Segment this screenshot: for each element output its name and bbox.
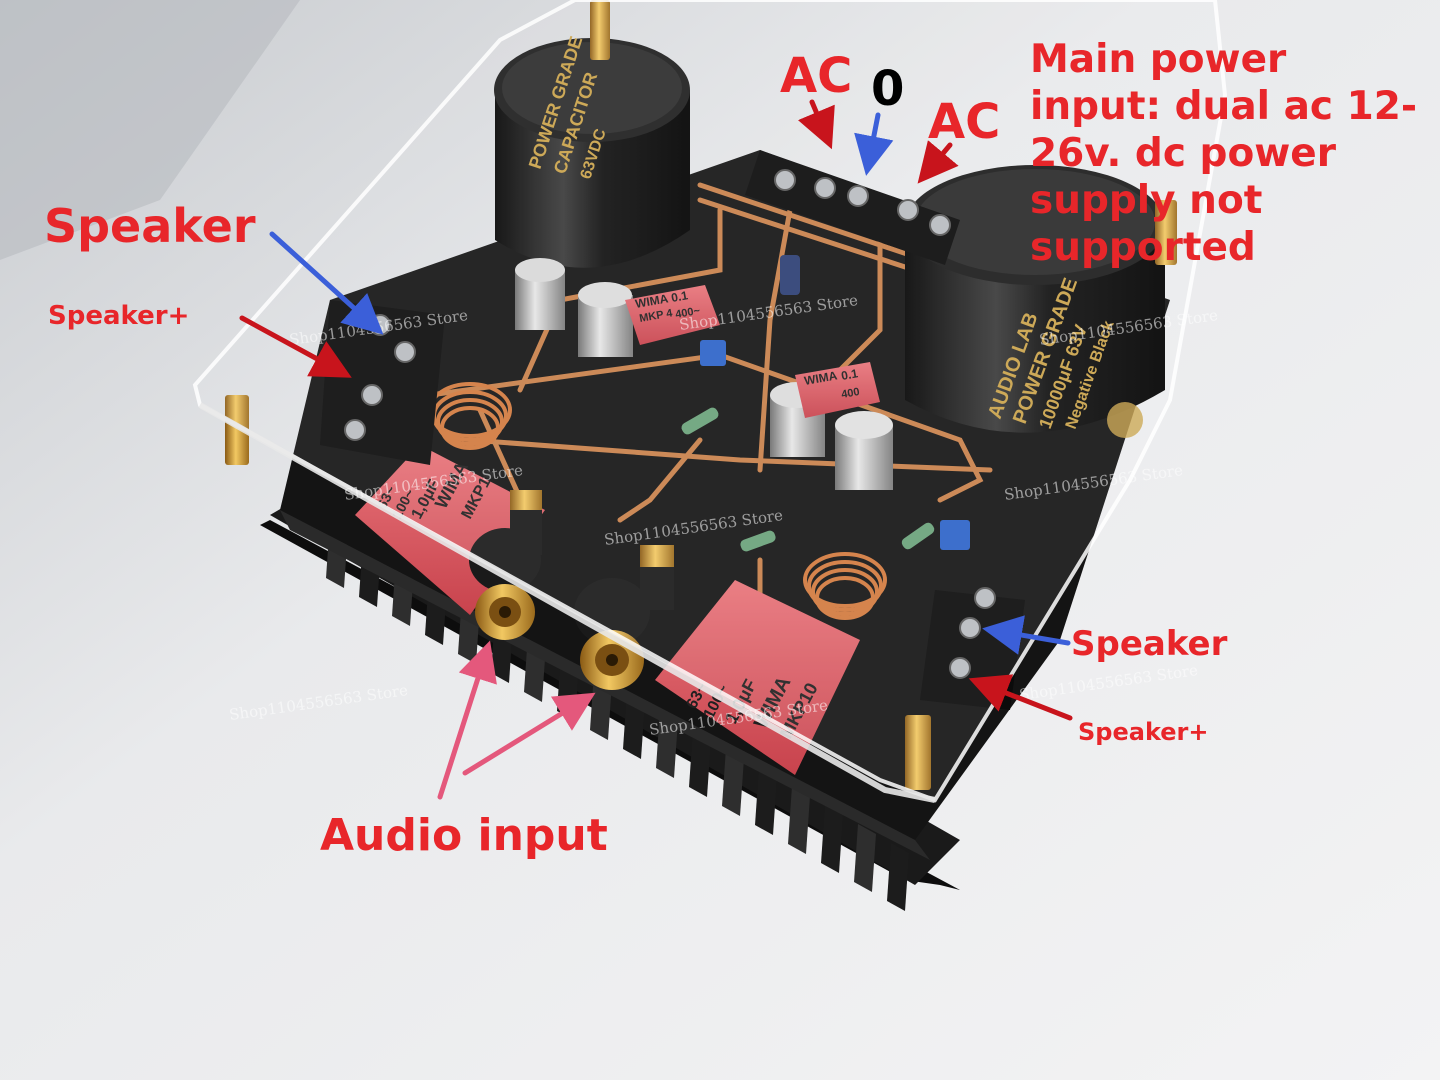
svg-text:WIMA: WIMA — [803, 368, 839, 388]
terminal-screw — [847, 185, 869, 207]
terminal-screw — [897, 199, 919, 221]
terminal-screw — [949, 657, 971, 679]
arrow-speaker-plus-right — [968, 674, 1073, 721]
arrow-ac-right — [917, 140, 959, 184]
arrow-speaker-plus-left — [239, 315, 352, 378]
heatsink-fin — [689, 729, 711, 797]
terminal-screw — [774, 169, 796, 191]
power-terminal-block — [745, 150, 960, 265]
heatsink-fin — [755, 767, 777, 835]
terminal-screw — [814, 177, 836, 199]
label-audio-input: Audio input — [320, 810, 608, 861]
heatsink-fin — [722, 748, 744, 816]
svg-text:MKP 4: MKP 4 — [638, 307, 674, 325]
heatsink-fin — [788, 786, 810, 854]
terminal-screw — [929, 214, 951, 236]
big-capacitor-left: POWER GRADE CAPACITOR 63VDC — [494, 34, 690, 268]
svg-text:400: 400 — [840, 386, 860, 401]
arrow-speaker-left — [269, 231, 384, 335]
terminal-screw — [394, 341, 416, 363]
label-speaker-plus-right: Speaker+ — [1078, 718, 1209, 746]
arrow-zero — [854, 112, 894, 176]
arrow-ac-left — [797, 99, 835, 150]
label-zero: 0 — [871, 61, 905, 117]
terminal-screw — [959, 617, 981, 639]
wima-small-cap-b: WIMA 0.1 400 — [795, 362, 880, 418]
label-speaker-plus-left: Speaker+ — [48, 301, 190, 331]
big-capacitor-right: AUDIO LAB POWER GRADE 10000μF 63V Negati… — [905, 165, 1165, 438]
acrylic-cover — [192, 0, 1228, 803]
heatsink-fin — [854, 824, 876, 892]
terminal-screw — [974, 587, 996, 609]
terminal-screw — [361, 384, 383, 406]
arrow-speaker-right — [982, 615, 1071, 655]
label-main-power-input: Main power input: dual ac 12-26v. dc pow… — [1030, 37, 1418, 270]
brass-standoffs — [225, 0, 1177, 790]
arrow-audio-left — [437, 640, 497, 800]
wima-small-cap-a: WIMA 0.1 MKP 4 400~ — [625, 285, 720, 345]
resistors — [681, 255, 970, 552]
table-shadow — [0, 0, 300, 260]
copper-coil-right — [803, 552, 887, 620]
annotation-arrows — [239, 99, 1073, 800]
arrow-audio-right — [462, 692, 596, 776]
rca-jack-right — [574, 545, 674, 690]
heatsink-fin — [821, 805, 843, 873]
label-ac-left: AC — [780, 48, 853, 104]
svg-text:0.1: 0.1 — [670, 288, 689, 305]
acrylic-cover-edge — [198, 402, 936, 803]
terminal-screw — [344, 419, 366, 441]
svg-text:WIMA: WIMA — [634, 291, 670, 311]
copper-wiring — [427, 182, 993, 643]
rca-jack-left — [469, 490, 542, 640]
label-speaker-right: Speaker — [1071, 624, 1228, 664]
svg-text:0.1: 0.1 — [840, 366, 859, 383]
svg-text:400~: 400~ — [674, 305, 701, 321]
label-ac-right: AC — [928, 94, 1001, 150]
label-speaker-left: Speaker — [44, 199, 256, 253]
heatsink-fin — [887, 843, 909, 911]
